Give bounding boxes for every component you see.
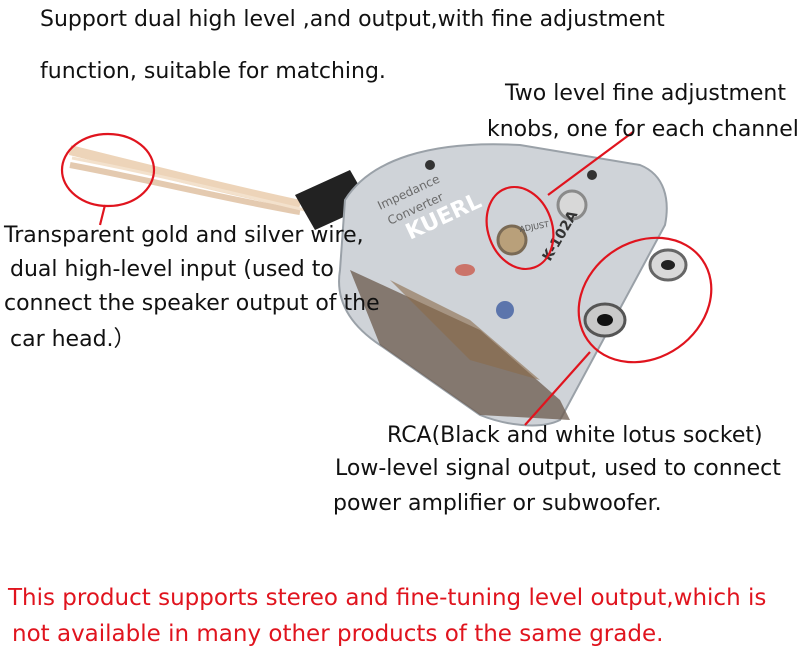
caption-rca-line1: RCA(Black and white lotus socket) [387,423,763,448]
wire-pointer-line [98,204,107,226]
rca-socket-white [648,248,688,282]
caption-rca-line3: power amplifier or subwoofer. [333,491,662,516]
caption-wire-line4: car head.） [10,327,136,352]
annotation-marks [60,131,713,426]
caption-top-line2: function, suitable for matching. [40,59,386,84]
caption-top-line1: Support dual high level ,and output,with… [40,7,665,32]
wire-highlight-circle [60,132,156,208]
caption-wire-line2: dual high-level input (used to [10,257,334,282]
rca-highlight-circle [577,236,713,364]
knob-highlight-circle [485,185,555,271]
caption-knobs-line2: knobs, one for each channel [487,117,799,142]
knob-pointer-line [547,131,634,196]
wire-grommet [295,170,370,230]
promo-line1: This product supports stereo and fine-tu… [8,585,767,611]
caption-knobs-line1: Two level fine adjustment [505,81,787,106]
rca-pointer-line [524,351,591,426]
converter-device: KUERL K-102A Impedance Converter ADJUST [338,143,688,427]
caption-wire-line3: connect the speaker output of the [4,291,380,316]
caption-rca-line2: Low-level signal output, used to connect [335,456,781,481]
speaker-wire [68,145,306,215]
caption-wire-line1: Transparent gold and silver wire, [4,223,364,248]
rca-socket-black [583,302,627,338]
promo-line2: not available in many other products of … [12,621,664,647]
